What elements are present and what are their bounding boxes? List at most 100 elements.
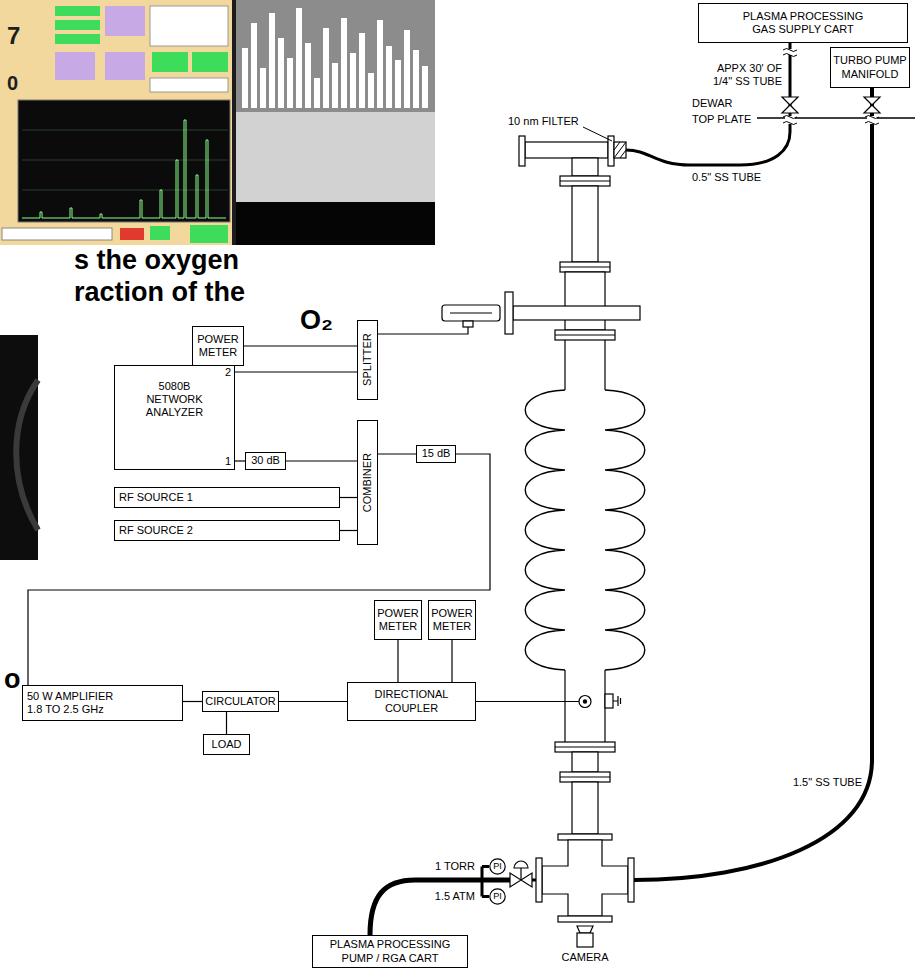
node-text: POWER METER — [430, 607, 474, 633]
beam-pipe — [555, 334, 615, 335]
pressure-indicator: PI — [489, 858, 506, 875]
node-text: POWER METER — [376, 607, 420, 633]
filter-symbol — [583, 127, 626, 158]
manifold-box: TURBO PUMP MANIFOLD — [830, 47, 910, 88]
pump-tube — [370, 880, 510, 935]
pickup-probe — [442, 305, 500, 321]
pickup-probe — [513, 306, 640, 320]
software-screenshot — [105, 52, 145, 80]
node-text: PLASMA PROCESSING GAS SUPPLY CART — [736, 10, 871, 36]
instrument-box: POWER METER — [192, 326, 244, 366]
beam-pipe — [560, 262, 610, 272]
valve-symbol — [510, 97, 880, 887]
top-tee — [572, 158, 598, 176]
software-screenshot — [120, 228, 144, 240]
source-box: RF SOURCE 2 — [114, 520, 340, 541]
signal-wire — [286, 460, 357, 461]
node-text: PI — [493, 862, 502, 871]
filter-symbol — [583, 127, 612, 141]
input-coupler — [605, 694, 613, 708]
pressure-indicator: PI — [489, 888, 506, 905]
bottom-cross — [628, 858, 634, 902]
input-coupler — [476, 701, 579, 702]
software-screenshot — [55, 6, 100, 16]
beam-pipe — [555, 746, 615, 747]
top-tee — [519, 136, 614, 176]
signal-wire — [226, 712, 227, 734]
slide-photo — [16, 380, 38, 530]
turbo-tube — [634, 88, 872, 880]
node-text: POWER METER — [196, 333, 240, 359]
software-screenshot — [236, 202, 435, 245]
input-coupler — [476, 694, 621, 708]
tube-note: 1.5" SS TUBE — [768, 776, 862, 789]
node-text: PI — [493, 892, 502, 901]
beam-pipe — [560, 176, 610, 186]
top-plate — [757, 118, 915, 119]
software-screenshot — [242, 8, 428, 108]
port-number: 1 — [225, 455, 231, 468]
node-text: DIRECTIONAL COUPLER — [370, 688, 454, 714]
software-screenshot — [0, 0, 435, 245]
node-text: 5080B NETWORK ANALYZER — [142, 380, 208, 420]
gas-tube — [626, 43, 790, 165]
beam-pipe — [560, 772, 610, 782]
turbo-tube — [634, 88, 872, 880]
circulator-box: CIRCULATOR — [202, 691, 279, 712]
tube-note: APPX 30' OF 1/4" SS TUBE — [700, 62, 782, 88]
gauge-stem — [482, 867, 489, 897]
node-text: TURBO PUMP MANIFOLD — [832, 54, 908, 80]
node-text: SPLITTER — [361, 334, 374, 387]
gauge-stem — [482, 867, 489, 897]
node-text: 30 dB — [251, 454, 280, 467]
cavity-cells — [525, 390, 645, 670]
slide-text: s the oxygen — [74, 245, 239, 276]
bottom-cross — [558, 916, 612, 922]
beam-pipe — [555, 330, 615, 340]
software-screenshot — [236, 112, 435, 202]
bottom-cross — [536, 840, 634, 922]
software-screenshot — [236, 0, 435, 112]
indicator-circle — [490, 859, 505, 874]
pickup-probe — [463, 321, 473, 327]
top-tee — [519, 136, 525, 166]
filter-symbol — [614, 142, 626, 158]
cart-box: PLASMA PROCESSING GAS SUPPLY CART — [698, 3, 908, 43]
camera-symbol — [577, 933, 593, 947]
software-screenshot — [55, 20, 100, 30]
input-coupler — [579, 696, 591, 708]
amplifier-box: 50 W AMPLIFIER 1.8 TO 2.5 GHz — [22, 685, 183, 721]
beam-pipe — [555, 742, 615, 752]
software-screenshot — [55, 34, 100, 44]
pickup-probe — [505, 292, 513, 334]
signal-wire — [235, 371, 357, 372]
node-text: LOAD — [212, 738, 242, 751]
attenuator-box: 15 dB — [416, 445, 456, 463]
indicator-circle — [490, 889, 505, 904]
software-screenshot — [0, 0, 232, 245]
software-screenshot — [22, 120, 226, 218]
software-screenshot — [2, 228, 112, 240]
beam-pipe — [558, 834, 612, 840]
splitter-box: SPLITTER — [357, 320, 378, 400]
instrument-box: POWER METER — [374, 600, 422, 640]
software-screenshot — [152, 52, 188, 72]
combiner-box: COMBINER — [357, 420, 378, 545]
signal-wire — [378, 453, 416, 454]
beam-pipe — [560, 776, 610, 777]
slide-text: raction of the — [74, 277, 245, 308]
part-label: DEWAR — [692, 97, 733, 110]
cavity-cells — [605, 390, 645, 670]
software-screenshot — [22, 130, 228, 190]
signal-wire — [340, 530, 357, 531]
node-text: RF SOURCE 2 — [119, 524, 193, 537]
pump-tube — [370, 880, 510, 935]
software-screenshot — [0, 0, 435, 245]
load-box: LOAD — [203, 734, 250, 755]
pressure-label: 1.5 ATM — [420, 890, 475, 903]
node-text: PLASMA PROCESSING PUMP / RGA CART — [328, 938, 453, 964]
software-screenshot — [150, 226, 170, 240]
node-text: COMBINER — [361, 453, 374, 512]
software-screenshot — [150, 6, 228, 46]
analyzer-box: 5080B NETWORK ANALYZER — [114, 365, 235, 470]
